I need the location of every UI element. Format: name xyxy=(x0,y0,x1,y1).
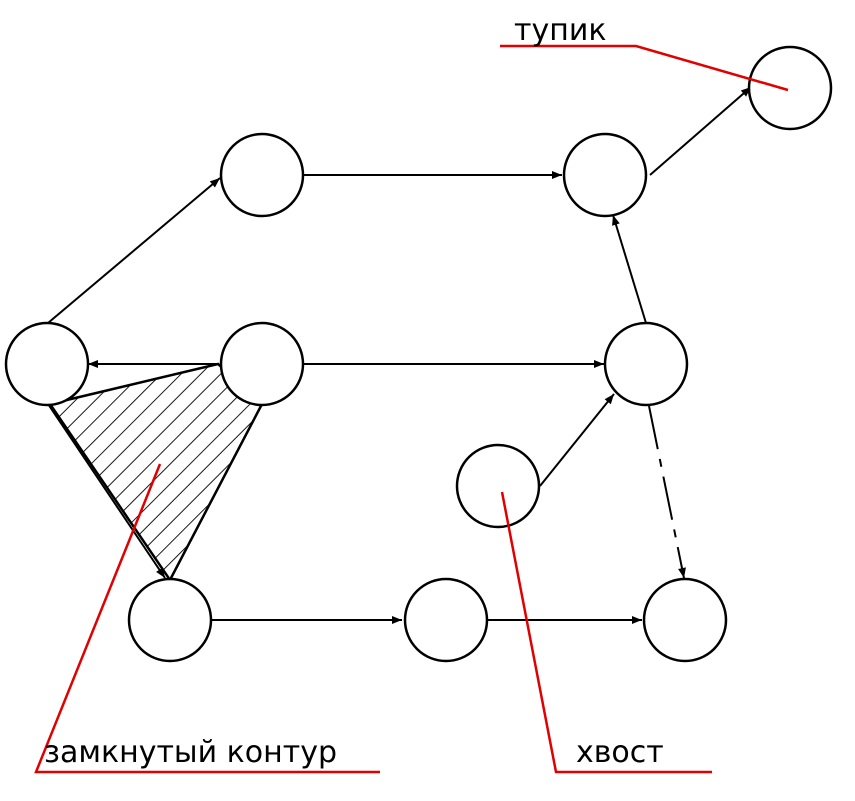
label-tail: хвост xyxy=(576,735,664,770)
edge-n3-n7 xyxy=(47,403,166,579)
edge-n6-n5 xyxy=(539,393,615,487)
node-n2 xyxy=(562,132,648,218)
node-n4 xyxy=(219,321,305,407)
leader-dead-end xyxy=(500,44,789,92)
edge-n5-n10 xyxy=(648,405,686,579)
node-n7 xyxy=(127,577,213,663)
edge-n3-n1 xyxy=(47,177,221,324)
node-n5 xyxy=(603,321,689,407)
node-n11-dead-end xyxy=(747,45,833,131)
edge-n2-n11 xyxy=(649,86,752,176)
node-n1 xyxy=(219,132,305,218)
edge-n7-n4 xyxy=(169,403,263,581)
node-n3 xyxy=(4,321,90,407)
leader-tail xyxy=(500,491,712,774)
leader-closed-contour xyxy=(34,463,380,774)
node-n6-tail xyxy=(455,443,541,529)
node-n10 xyxy=(642,577,728,663)
label-closed-contour: замкнутый контур xyxy=(44,735,337,770)
edge-n5-n2 xyxy=(612,214,647,324)
label-dead-end: тупик xyxy=(514,13,606,48)
node-n8 xyxy=(403,577,489,663)
